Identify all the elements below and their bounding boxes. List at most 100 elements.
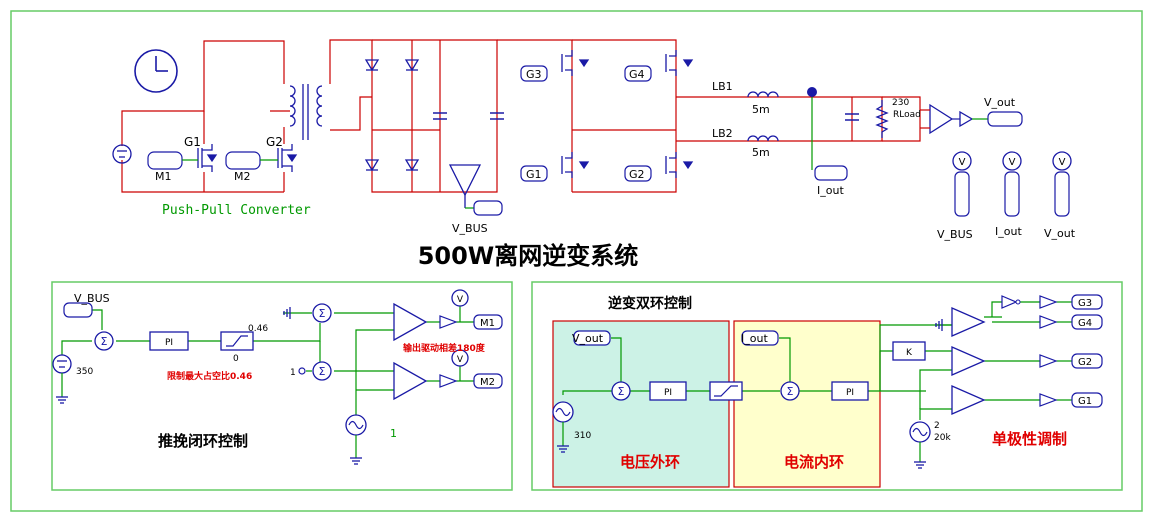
inner-loop-region xyxy=(733,320,881,488)
panel-push-pull-control xyxy=(51,281,513,491)
left-limiter-lower: 0 xyxy=(233,354,239,364)
dc-source-icon xyxy=(112,144,132,164)
left-comparator-top-icon xyxy=(393,302,428,342)
right-i-out-label: I_out xyxy=(741,332,768,345)
left-m1-tag[interactable] xyxy=(473,314,503,330)
svg-text:V: V xyxy=(457,295,464,305)
right-buffer-g3-icon xyxy=(1039,295,1058,309)
left-panel-title: 推挽闭环控制 xyxy=(158,432,248,450)
left-phase-note: 输出驱动相差180度 xyxy=(403,342,486,354)
label-rload-name: RLoad xyxy=(893,110,921,120)
meter-v-bus-icon: V xyxy=(952,151,972,217)
svg-text:V: V xyxy=(959,157,966,168)
right-g3-tag[interactable] xyxy=(1071,294,1103,310)
panel-inverter-control xyxy=(531,281,1123,491)
left-summer-top-icon xyxy=(312,303,332,323)
right-inverter-icon xyxy=(1001,295,1018,309)
label-hb-g3: G3 xyxy=(526,68,542,81)
left-carrier-value: 1 xyxy=(390,427,397,440)
right-buffer-g1-icon xyxy=(1039,393,1058,407)
right-k-block[interactable] xyxy=(892,341,926,361)
right-pi-inner-block[interactable] xyxy=(831,381,869,401)
g3-tag[interactable] xyxy=(520,65,548,82)
right-sine-source-icon xyxy=(552,401,574,453)
svg-text:Σ: Σ xyxy=(319,307,326,320)
svg-text:Σ: Σ xyxy=(787,385,794,398)
right-v-out-label: V_out xyxy=(572,332,604,345)
label-m2: M2 xyxy=(234,170,251,183)
g1-tag[interactable] xyxy=(520,165,548,182)
v-bus-probe-tag[interactable] xyxy=(473,200,503,216)
label-m1: M1 xyxy=(155,170,172,183)
svg-text:V: V xyxy=(1059,157,1066,168)
page-title: 500W离网逆变系统 xyxy=(418,242,639,270)
left-const-node xyxy=(298,367,306,375)
i-out-probe-label: I_out xyxy=(817,184,844,197)
right-pi-inner-label: PI xyxy=(846,388,854,398)
right-comparator-1-icon xyxy=(951,307,986,337)
right-buffer-g4-icon xyxy=(1039,315,1058,329)
right-g4-label: G4 xyxy=(1078,318,1092,329)
m1-tag[interactable] xyxy=(147,151,183,170)
bus-capacitor-icon xyxy=(433,112,504,120)
left-limiter-upper: 0.46 xyxy=(248,324,268,334)
left-dc-source-icon xyxy=(52,354,72,404)
left-limit-note: 限制最大占空比0.46 xyxy=(167,370,252,382)
v-out-sensor-icon xyxy=(929,103,974,135)
svg-text:V: V xyxy=(1009,157,1016,168)
right-v-out-tag[interactable] xyxy=(573,330,611,346)
left-m2-label: M2 xyxy=(480,377,495,388)
load-resistor-icon xyxy=(875,100,889,138)
voltage-sensor-icon xyxy=(448,164,482,208)
right-buffer-g2-icon xyxy=(1039,354,1058,368)
left-pi-block[interactable] xyxy=(149,331,189,351)
right-comparator-2-icon xyxy=(951,346,986,376)
left-comparator-bottom-icon xyxy=(393,361,428,401)
left-v-bus-tag[interactable] xyxy=(63,302,93,318)
rectifier-diodes-icon xyxy=(364,59,420,172)
right-summer-outer-icon xyxy=(611,381,631,401)
meter-i-out-icon: V xyxy=(1002,151,1022,217)
label-hb-g2: G2 xyxy=(629,168,645,181)
right-g1-tag[interactable] xyxy=(1071,392,1103,408)
right-g4-tag[interactable] xyxy=(1071,314,1103,330)
v-bus-probe-label: V_BUS xyxy=(452,222,488,235)
mosfet-g2-icon xyxy=(277,144,298,172)
v-out-probe-tag[interactable] xyxy=(987,111,1023,127)
label-l1-value: 5m xyxy=(752,103,770,116)
right-summer-inner-icon xyxy=(780,381,800,401)
outer-loop-region xyxy=(552,320,730,488)
right-g2-label: G2 xyxy=(1078,357,1092,368)
svg-text:Σ: Σ xyxy=(618,385,625,398)
output-inductors-icon xyxy=(747,91,779,142)
meter-v-bus-label: V_BUS xyxy=(937,228,973,241)
right-g2-tag[interactable] xyxy=(1071,353,1103,369)
label-rload-value: 230 xyxy=(892,98,909,108)
right-i-out-tag[interactable] xyxy=(741,330,779,346)
meter-i-out-label: I_out xyxy=(995,225,1022,238)
left-const-value: 1 xyxy=(290,368,296,378)
svg-text:V: V xyxy=(457,355,464,365)
left-summer-icon xyxy=(94,331,114,351)
g2-tag[interactable] xyxy=(624,165,652,182)
left-pi-label: PI xyxy=(165,338,173,348)
outer-frame xyxy=(10,10,1143,512)
right-carrier-source-icon xyxy=(909,421,931,469)
clock-icon xyxy=(134,49,178,93)
right-pi-outer-block[interactable] xyxy=(649,381,687,401)
i-out-probe-tag[interactable] xyxy=(814,165,848,181)
modulation-title: 单极性调制 xyxy=(992,430,1067,448)
left-m2-tag[interactable] xyxy=(473,373,503,389)
left-buffer-bottom-icon xyxy=(439,374,458,388)
g4-tag[interactable] xyxy=(624,65,652,82)
right-pi-outer-label: PI xyxy=(664,388,672,398)
current-sensor-icon xyxy=(807,87,817,97)
m2-tag[interactable] xyxy=(225,151,261,170)
label-hb-g4: G4 xyxy=(629,68,645,81)
right-g3-label: G3 xyxy=(1078,298,1092,309)
label-lb2: LB2 xyxy=(712,127,733,140)
left-source-value: 350 xyxy=(76,367,93,377)
label-hb-g1: G1 xyxy=(526,168,542,181)
right-carrier-value-2: 20k xyxy=(934,433,951,443)
